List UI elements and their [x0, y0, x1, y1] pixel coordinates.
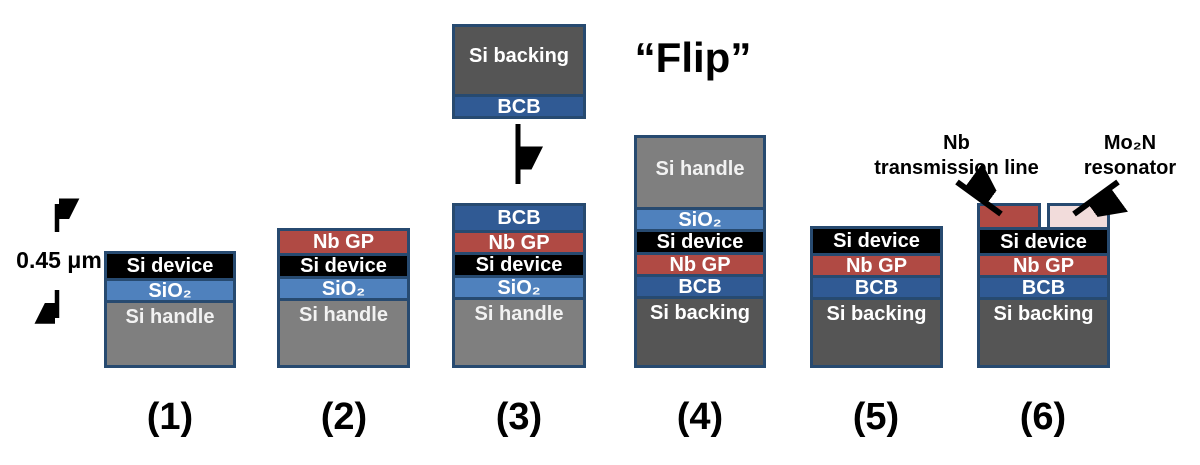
layer-nb-gp: Nb GP — [280, 231, 407, 253]
step-4-stack: Si handle SiO₂ Si device Nb GP BCB Si ba… — [634, 135, 766, 368]
flip-title: “Flip” — [634, 34, 752, 81]
layer-si-backing: Si backing — [813, 297, 940, 365]
step-6-label: (6) — [1019, 396, 1067, 438]
layer-si-device: Si device — [980, 230, 1107, 253]
layer-si-handle: Si handle — [107, 300, 233, 365]
layer-si-backing: Si backing — [455, 27, 583, 94]
layer-nb-gp: Nb GP — [980, 253, 1107, 276]
step-4-label: (4) — [676, 396, 724, 438]
nb-transmission-line-callout: Nb transmission line — [869, 131, 1044, 181]
layer-bcb: BCB — [455, 94, 583, 117]
layer-bcb: BCB — [455, 206, 583, 230]
layer-nb-gp: Nb GP — [813, 253, 940, 276]
layer-sio2: SiO₂ — [455, 275, 583, 298]
layer-sio2: SiO₂ — [107, 278, 233, 301]
layer-si-device: Si device — [280, 253, 407, 276]
mo2n-callout-line1: Mo₂N — [1103, 132, 1157, 154]
layer-si-handle: Si handle — [280, 298, 407, 365]
nb-callout-line2: transmission line — [874, 157, 1039, 179]
step-1-label: (1) — [146, 396, 194, 438]
layer-si-backing: Si backing — [637, 296, 763, 365]
thickness-label: 0.45 μm — [16, 247, 102, 273]
layer-bcb: BCB — [980, 275, 1107, 298]
layer-bcb: BCB — [637, 274, 763, 297]
layer-si-device: Si device — [637, 229, 763, 252]
step-3-stack: BCB Nb GP Si device SiO₂ Si handle — [452, 203, 586, 368]
step-2-stack: Nb GP Si device SiO₂ Si handle — [277, 228, 410, 368]
layer-si-handle: Si handle — [455, 297, 583, 365]
nb-transmission-line-block — [977, 203, 1041, 230]
step-2-label: (2) — [320, 396, 368, 438]
layer-si-device: Si device — [107, 254, 233, 278]
step-6-stack: Si device Nb GP BCB Si backing — [977, 227, 1110, 368]
mo2n-resonator-block — [1047, 203, 1110, 230]
step-5-label: (5) — [852, 396, 900, 438]
layer-nb-gp: Nb GP — [455, 230, 583, 253]
step-3-floating-piece: Si backing BCB — [452, 24, 586, 119]
mo2n-callout-line2: resonator — [1083, 157, 1177, 179]
step-1-stack: Si device SiO₂ Si handle — [104, 251, 236, 368]
layer-sio2: SiO₂ — [637, 207, 763, 230]
step-3-label: (3) — [495, 396, 543, 438]
layer-si-handle: Si handle — [637, 138, 763, 207]
nb-callout-line1: Nb — [943, 132, 970, 154]
step-5-stack: Si device Nb GP BCB Si backing — [810, 226, 943, 368]
layer-si-device: Si device — [455, 252, 583, 275]
layer-si-device: Si device — [813, 229, 940, 253]
layer-si-backing: Si backing — [980, 297, 1107, 365]
mo2n-resonator-callout: Mo₂N resonator — [1055, 131, 1200, 181]
layer-nb-gp: Nb GP — [637, 252, 763, 275]
layer-bcb: BCB — [813, 275, 940, 298]
layer-sio2: SiO₂ — [280, 276, 407, 299]
